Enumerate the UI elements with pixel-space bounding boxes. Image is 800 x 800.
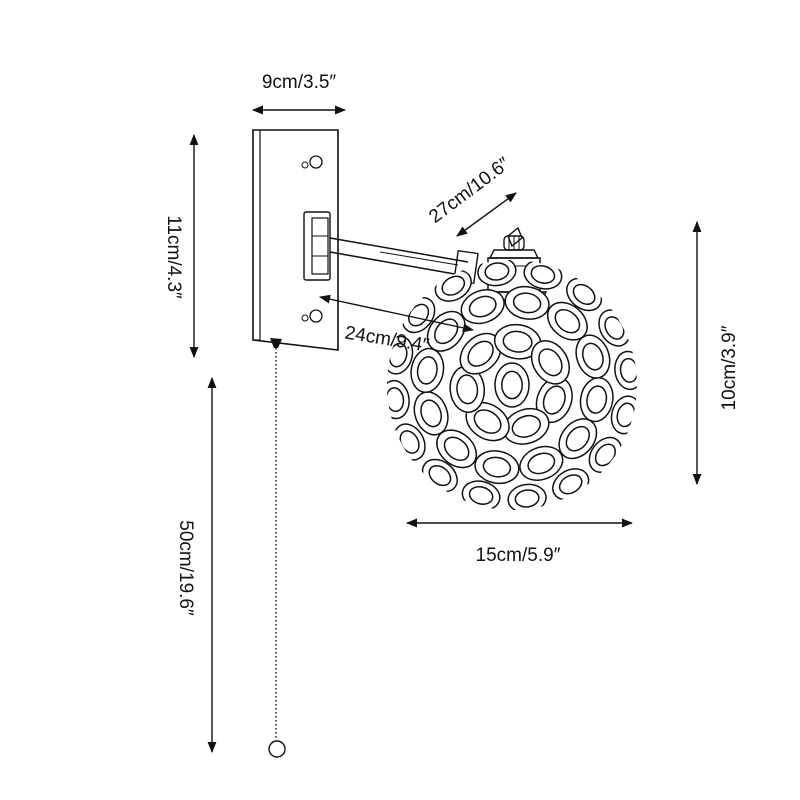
label-shade-height: 10cm/3.9″ — [719, 325, 740, 410]
glass-petal — [554, 309, 581, 334]
cord-grommet — [270, 338, 282, 348]
arm-hinge — [303, 211, 331, 281]
label-arm-extension: 27cm/10.6″ — [425, 153, 514, 227]
pull-cord — [268, 348, 286, 758]
glass-petal — [502, 330, 533, 353]
glass-petal — [512, 292, 542, 314]
glass-petal — [542, 385, 566, 415]
glass-petal — [473, 409, 502, 434]
glass-petal — [558, 474, 583, 495]
glass-petal — [456, 374, 479, 405]
glass-petal — [514, 489, 540, 508]
glass-petal — [619, 357, 637, 383]
label-shade-width: 15cm/5.9″ — [476, 545, 561, 566]
glass-petal — [468, 486, 494, 505]
pull-bead-icon — [268, 740, 286, 758]
screw-icon — [309, 155, 323, 169]
glass-petal — [467, 340, 494, 367]
glass-petal — [443, 436, 470, 461]
glass-petal — [565, 425, 590, 452]
glass-petal — [428, 465, 452, 487]
wall-base-plate — [252, 129, 339, 351]
glass-petal — [582, 342, 604, 371]
glass-petal — [530, 265, 556, 284]
dim-arrow-arm-extension — [456, 192, 517, 237]
glass-petal — [387, 387, 405, 413]
glass-petal — [538, 348, 563, 377]
glass-petal — [416, 356, 438, 385]
dim-arrow-arm-length — [318, 294, 475, 333]
glass-petal — [527, 452, 556, 475]
label-cord-length: 50cm/19.6″ — [175, 520, 196, 616]
glass-petal — [501, 370, 523, 400]
glass-petal — [572, 283, 596, 305]
screw-icon — [309, 309, 323, 323]
label-base-height: 11cm/4.3″ — [163, 215, 184, 299]
glass-petal — [586, 385, 608, 414]
glass-petal — [484, 262, 510, 281]
label-base-width: 9cm/3.5″ — [262, 72, 337, 93]
glass-petal — [420, 399, 442, 428]
glass-petal — [482, 456, 512, 478]
glass-petal — [441, 275, 466, 296]
flower-glass-shade — [387, 260, 637, 510]
glass-petal — [511, 414, 541, 438]
